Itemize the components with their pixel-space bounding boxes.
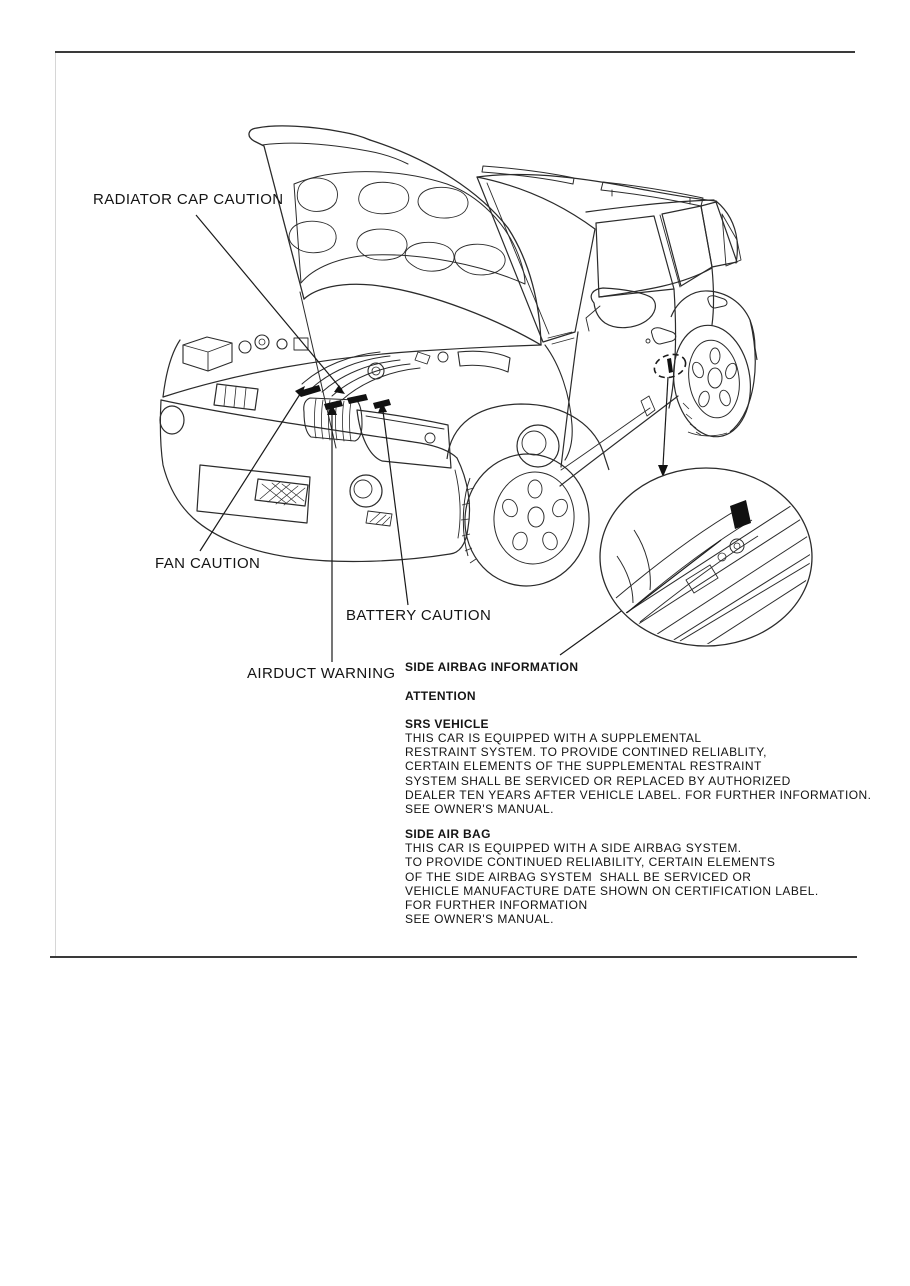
- sab-line: VEHICLE MANUFACTURE DATE SHOWN ON CERTIF…: [405, 883, 819, 898]
- rear-wheel: [667, 291, 758, 442]
- fog-lamp-right: [517, 425, 559, 467]
- sab-line: FOR FURTHER INFORMATION: [405, 898, 588, 913]
- corner-lamp: [160, 406, 184, 434]
- bumper-intake: [255, 479, 308, 506]
- side-air-bag-section: SIDE AIR BAG THIS CAR IS EQUIPPED WITH A…: [405, 827, 845, 927]
- srs-line: SEE OWNER'S MANUAL.: [405, 802, 554, 817]
- bumper-recess: [197, 465, 310, 523]
- attention-heading: ATTENTION: [405, 689, 476, 703]
- side-mirror: [591, 288, 655, 328]
- hood-open: [249, 126, 541, 448]
- hood-prop-rod: [300, 292, 336, 448]
- door-keyhole: [646, 339, 650, 343]
- airduct: [304, 398, 362, 441]
- c-pillar: [701, 202, 737, 267]
- intake-hatch: [260, 482, 305, 505]
- roof-rail-far: [482, 166, 574, 184]
- front-door-seam: [561, 332, 578, 467]
- dashed-location-circle: [651, 351, 688, 382]
- airduct-label-marker: [324, 400, 343, 410]
- rocker-line: [560, 396, 678, 486]
- air-cleaner: [458, 351, 510, 372]
- srs-line: SYSTEM SHALL BE SERVICED OR REPLACED BY …: [405, 773, 791, 788]
- door-sill-detail: [615, 500, 838, 646]
- front-fascia: [160, 340, 559, 561]
- rear-tire-tread: [683, 403, 701, 435]
- side-airbag-info-block: SIDE AIRBAG INFORMATION ATTENTION SRS VE…: [405, 660, 872, 927]
- oil-cap: [368, 363, 384, 379]
- roof-rail-near: [601, 182, 703, 206]
- front-door-window: [596, 216, 674, 297]
- grille: [214, 384, 258, 410]
- callout-radiator-cap: RADIATOR CAP CAUTION: [93, 191, 284, 208]
- fog-lamp: [350, 475, 382, 507]
- sill-trim: [641, 396, 655, 416]
- engine-bay: [183, 332, 574, 460]
- vehicle-figure: [0, 0, 910, 970]
- pillar-label-marker: [667, 358, 673, 373]
- callout-airduct: AIRDUCT WARNING: [247, 665, 396, 682]
- srs-vehicle-section: SRS VEHICLE THIS CAR IS EQUIPPED WITH A …: [405, 717, 872, 817]
- radiator-leader: [196, 215, 342, 390]
- sab-line: TO PROVIDE CONTINUED RELIABILITY, CERTAI…: [405, 855, 776, 870]
- side-airbag-label: [730, 500, 751, 529]
- rear-door-handle: [708, 296, 727, 308]
- fan-label-marker: [299, 385, 321, 397]
- reservoir-cap: [239, 341, 251, 353]
- srs-line: DEALER TEN YEARS AFTER VEHICLE LABEL. FO…: [405, 787, 872, 802]
- top-rule: [55, 51, 855, 53]
- striker-bolt: [730, 539, 744, 553]
- front-tire-tread: [461, 488, 476, 563]
- fan-leader: [200, 391, 302, 551]
- bottom-rule: [50, 956, 857, 958]
- rear-wheel-spokes: [691, 348, 739, 408]
- quarter-window: [722, 214, 741, 266]
- windshield-roof: [477, 166, 737, 342]
- sab-line: SEE OWNER'S MANUAL.: [405, 912, 554, 927]
- side-air-bag-heading: SIDE AIR BAG: [405, 827, 491, 842]
- battery: [183, 337, 232, 371]
- srs-line: CERTAIN ELEMENTS OF THE SUPPLEMENTAL RES…: [405, 759, 762, 774]
- side-airbag-info-title: SIDE AIRBAG INFORMATION: [405, 660, 579, 674]
- srs-line: RESTRAINT SYSTEM. TO PROVIDE CONTINED RE…: [405, 745, 767, 760]
- radiator-label-marker: [347, 394, 368, 404]
- left-border-line: [55, 53, 56, 956]
- front-wheel-spokes: [500, 480, 570, 552]
- sab-line: OF THE SIDE AIRBAG SYSTEM SHALL BE SERVI…: [405, 869, 752, 884]
- front-wheel: [447, 404, 609, 592]
- magnified-inset: [600, 468, 838, 646]
- callout-battery: BATTERY CAUTION: [346, 607, 492, 624]
- srs-line: THIS CAR IS EQUIPPED WITH A SUPPLEMENTAL: [405, 731, 702, 745]
- headlight: [357, 410, 451, 468]
- magnifier-arrow-line: [663, 377, 668, 466]
- srs-vehicle-heading: SRS VEHICLE: [405, 717, 489, 731]
- body-side: [560, 202, 741, 486]
- front-fender-line: [545, 345, 572, 460]
- battery-leader: [383, 411, 408, 605]
- hood-inner-panel-recesses: [289, 178, 505, 275]
- rear-door-seam: [712, 268, 714, 325]
- sab-line: THIS CAR IS EQUIPPED WITH A SIDE AIRBAG …: [405, 841, 742, 856]
- magnifier-circle: [600, 468, 812, 646]
- beltline: [599, 268, 712, 297]
- callout-fan: FAN CAUTION: [155, 555, 261, 572]
- front-door-handle: [651, 328, 675, 344]
